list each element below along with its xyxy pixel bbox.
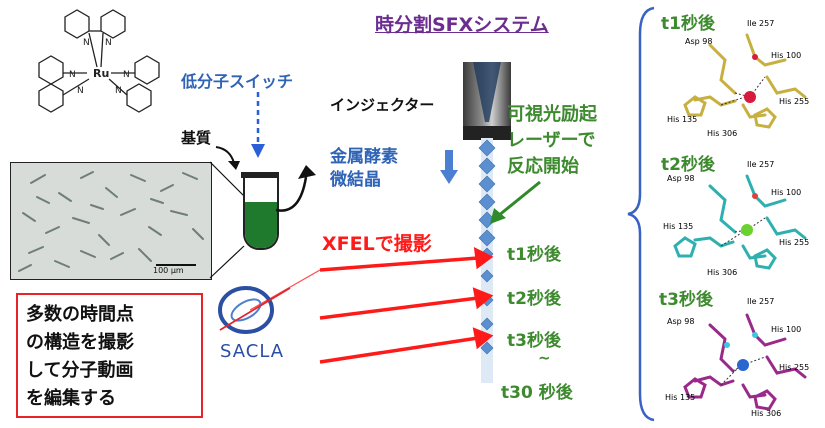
- laser-label-line2: レーザーで: [507, 130, 596, 151]
- residue-label: His 255: [779, 97, 810, 106]
- residue-label: His 100: [771, 325, 802, 334]
- sacla-logo-text: SACLA: [220, 341, 285, 362]
- active-site-model: [683, 313, 807, 411]
- metal-ion: [744, 91, 756, 103]
- residue-label: His 135: [667, 115, 698, 124]
- residue-label: Asp 98: [667, 174, 695, 183]
- structure-time-label: t2秒後: [661, 155, 715, 175]
- note-line-1: 多数の時間点: [26, 304, 134, 325]
- substrate-arrow: [215, 146, 240, 170]
- injector-nozzle: [463, 62, 511, 140]
- residue-label: His 135: [665, 393, 696, 402]
- scale-bar-label: 100 µm: [153, 266, 184, 275]
- laser-label-line3: 反応開始: [507, 156, 579, 177]
- residue-label: His 135: [663, 222, 694, 231]
- metal-ion: [737, 359, 749, 371]
- active-site-model: [673, 174, 807, 270]
- note-line-4: を編集する: [26, 388, 116, 409]
- time-label-t3: t3秒後: [507, 331, 561, 351]
- zoom-lines: [209, 161, 245, 279]
- sacla-logo-mark: [218, 286, 291, 334]
- crystal-micrograph: 100 µm: [10, 162, 212, 280]
- note-box: 多数の時間点 の構造を撮影 して分子動画 を編集する: [16, 293, 203, 418]
- n-label: N: [123, 70, 130, 80]
- n-label: N: [83, 38, 90, 48]
- time-label-t1: t1秒後: [507, 245, 561, 265]
- n-label: N: [69, 70, 76, 80]
- structure-panel-t3: t3秒後 Ile 257 Asp 98 His 100 His 255 His …: [655, 285, 825, 425]
- time-label-t30: t30 秒後: [501, 383, 573, 403]
- residue-label: Ile 257: [747, 160, 775, 169]
- dashed-down-arrow: [251, 92, 265, 158]
- residue-label: Asp 98: [685, 37, 713, 46]
- tube-rim: [241, 172, 279, 178]
- residue-label: Ile 257: [747, 19, 775, 28]
- residue-label: His 255: [779, 238, 810, 247]
- blue-down-arrow: [440, 150, 458, 184]
- n-label: N: [77, 86, 84, 96]
- laser-label-line1: 可視光励起: [507, 104, 597, 125]
- injector-label: インジェクター: [330, 96, 435, 114]
- residue-label: His 100: [771, 188, 802, 197]
- note-line-2: の構造を撮影: [26, 332, 134, 353]
- curved-arrow: [275, 165, 316, 212]
- structure-panel-t1: t1秒後 Ile 257 Asp 98 His 100 His 255 His …: [655, 5, 825, 140]
- metal-ion: [741, 224, 753, 236]
- laser-arrow: [490, 180, 541, 224]
- residue-label: His 306: [751, 409, 782, 418]
- structure-time-label: t3秒後: [659, 290, 713, 310]
- substrate-label: 基質: [181, 129, 212, 147]
- bracket-brace: [627, 6, 655, 422]
- residue-label: His 100: [771, 51, 802, 60]
- residue-label: Ile 257: [747, 297, 775, 306]
- residue-label: His 306: [707, 268, 738, 277]
- n-label: N: [115, 86, 122, 96]
- crystal-label-line1: 金属酵素: [330, 147, 398, 167]
- crystal-label-line2: 微結晶: [330, 170, 381, 190]
- ru-complex-structure: Ru N N N N N N: [38, 9, 160, 113]
- xfel-label: XFELで撮影: [322, 233, 432, 255]
- time-label-tilde: ~: [538, 349, 551, 367]
- switch-label: 低分子スイッチ: [181, 72, 294, 91]
- sample-tube: [243, 176, 279, 250]
- ru-center-label: Ru: [93, 67, 109, 80]
- residue-label: His 306: [707, 129, 738, 138]
- n-label: N: [105, 38, 112, 48]
- structure-panel-t2: t2秒後 Ile 257 Asp 98 His 100 His 255 His …: [655, 148, 825, 283]
- residue-label: His 255: [779, 363, 810, 372]
- structure-time-label: t1秒後: [661, 14, 715, 34]
- active-site-model: [683, 33, 807, 129]
- time-label-t2: t2秒後: [507, 289, 561, 309]
- xfel-beam-arrows: [250, 246, 494, 364]
- diagram-title: 時分割SFXシステム: [375, 14, 549, 36]
- note-line-3: して分子動画: [26, 360, 134, 381]
- residue-label: Asp 98: [667, 317, 695, 326]
